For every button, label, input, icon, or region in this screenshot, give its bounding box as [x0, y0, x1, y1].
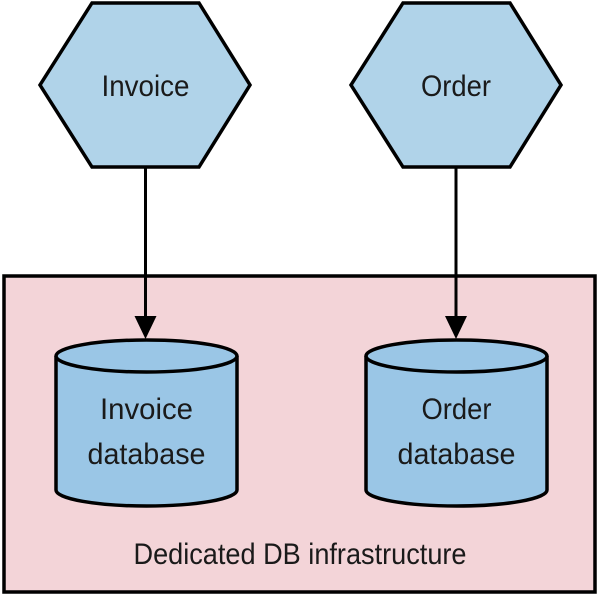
- invoice-database-cylinder-body: [54, 356, 239, 508]
- order-arrowhead-icon: [445, 316, 467, 339]
- invoice-service-label: Invoice: [102, 70, 190, 103]
- invoice-arrowhead-icon: [134, 316, 157, 339]
- order-database-label-line1: Order: [422, 393, 492, 426]
- order-database-label-line2: database: [398, 438, 516, 471]
- order-database-cylinder: [364, 338, 549, 508]
- invoice-database-label-line1: Invoice: [100, 393, 193, 426]
- order-database-cylinder-body: [364, 356, 549, 508]
- order-to-db-arrow: [445, 167, 467, 339]
- db-infrastructure-label: Dedicated DB infrastructure: [134, 538, 467, 571]
- invoice-service-hexagon: [37, 1, 253, 169]
- order-database-cylinder-top: [364, 338, 549, 374]
- invoice-to-db-arrow: [134, 167, 157, 339]
- order-service-hexagon: [348, 1, 564, 169]
- invoice-database-cylinder-top: [54, 338, 239, 374]
- invoice-database-label-line2: database: [88, 438, 206, 471]
- order-service-label: Order: [421, 70, 491, 103]
- invoice-database-cylinder: [54, 338, 239, 508]
